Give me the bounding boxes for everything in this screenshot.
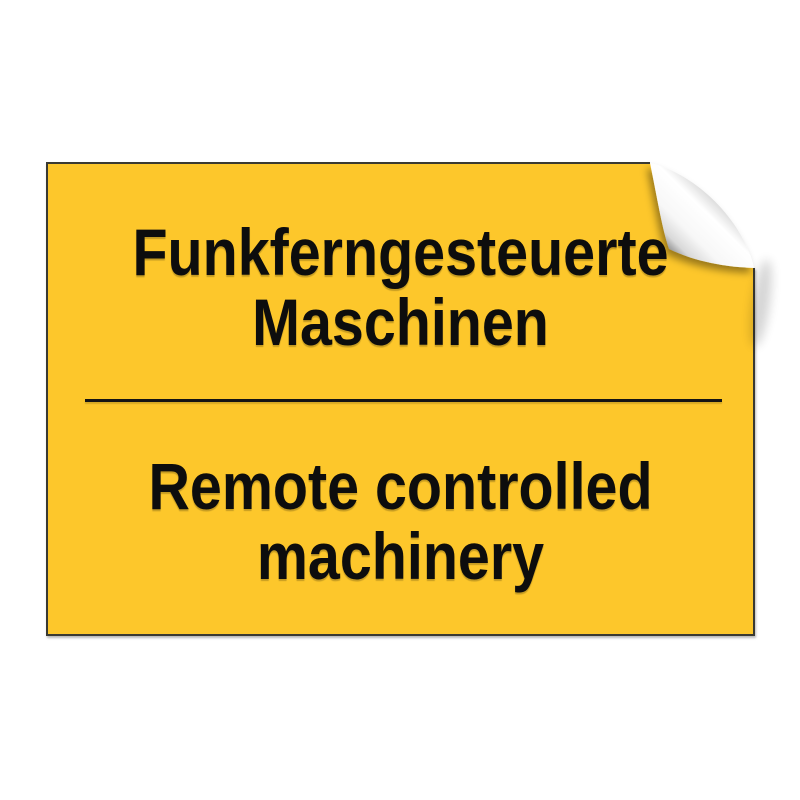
german-text: Funkferngesteuerte Maschinen bbox=[93, 217, 708, 357]
english-line-1: Remote controlled bbox=[148, 449, 653, 523]
english-line-2: machinery bbox=[256, 519, 545, 593]
german-line-2: Maschinen bbox=[252, 285, 549, 359]
german-line-1: Funkferngesteuerte bbox=[132, 215, 669, 289]
sign-content: Funkferngesteuerte Maschinen Remote cont… bbox=[47, 163, 754, 635]
english-text: Remote controlled machinery bbox=[93, 451, 708, 591]
divider-line bbox=[85, 399, 722, 402]
